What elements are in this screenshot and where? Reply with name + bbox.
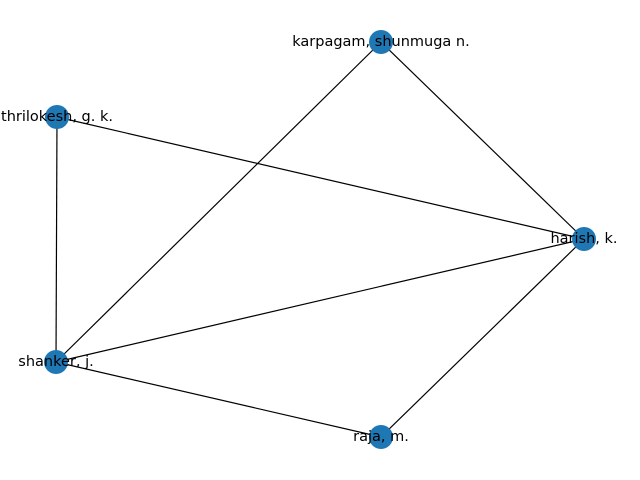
node-karpagam (369, 30, 393, 54)
node-label-karpagam: karpagam, shunmuga n. (292, 34, 469, 50)
node-label-shanker: shanker, j. (18, 354, 93, 370)
graph-edges (55, 41, 585, 438)
graph-labels: karpagam, shunmuga n. thrilokesh, g. k. ha… (1, 34, 618, 445)
edge-thrilokesh-harish (56, 116, 585, 240)
edge-karpagam-harish (380, 41, 585, 240)
node-label-harish: harish, k. (550, 231, 617, 247)
edge-karpagam-shanker (55, 41, 382, 363)
node-raja (369, 425, 393, 449)
node-shanker (44, 350, 68, 374)
graph-nodes (44, 30, 596, 449)
node-harish (572, 227, 596, 251)
edge-thrilokesh-shanker (55, 116, 58, 363)
node-label-thrilokesh: thrilokesh, g. k. (1, 109, 113, 125)
edge-harish-raja (380, 238, 585, 438)
edge-shanker-raja (55, 361, 382, 438)
edge-harish-shanker (55, 238, 585, 363)
node-label-raja: raja, m. (353, 429, 409, 445)
node-thrilokesh (45, 105, 69, 129)
